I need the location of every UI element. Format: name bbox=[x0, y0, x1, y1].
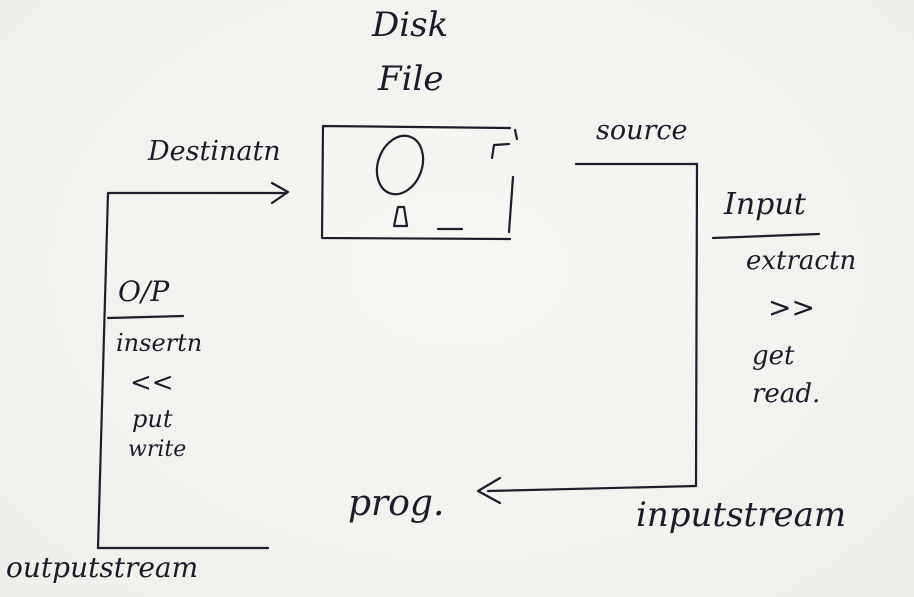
output-op-insert-operator: << bbox=[130, 370, 174, 396]
disk-title-line1: Disk bbox=[372, 8, 448, 42]
input-op-read: read. bbox=[752, 381, 820, 407]
input-stream-label: inputstream bbox=[636, 498, 846, 532]
destination-label: Destinatn bbox=[148, 138, 281, 165]
output-op-put: put bbox=[132, 407, 172, 431]
disk-slot bbox=[438, 144, 513, 232]
input-op-get: get bbox=[752, 343, 794, 369]
input-line-bottom bbox=[488, 486, 696, 491]
disk-head bbox=[394, 207, 407, 226]
op-underline bbox=[108, 316, 183, 318]
output-line-vertical bbox=[98, 193, 108, 548]
input-heading: Input bbox=[724, 190, 806, 220]
disk-title-line2: File bbox=[378, 62, 443, 96]
input-op-extract-operator: >> bbox=[768, 294, 815, 322]
output-stream-label: outputstream bbox=[6, 554, 198, 582]
input-underline bbox=[713, 234, 819, 238]
prog-label: prog. bbox=[348, 486, 444, 522]
input-line-vertical bbox=[696, 164, 697, 486]
disk-platter bbox=[369, 129, 431, 200]
output-op-insertion: insertn bbox=[116, 331, 202, 355]
source-label: source bbox=[596, 117, 688, 144]
output-heading: O/P bbox=[118, 278, 169, 306]
output-op-write: write bbox=[128, 439, 186, 461]
input-op-extraction: extractn bbox=[746, 248, 856, 274]
